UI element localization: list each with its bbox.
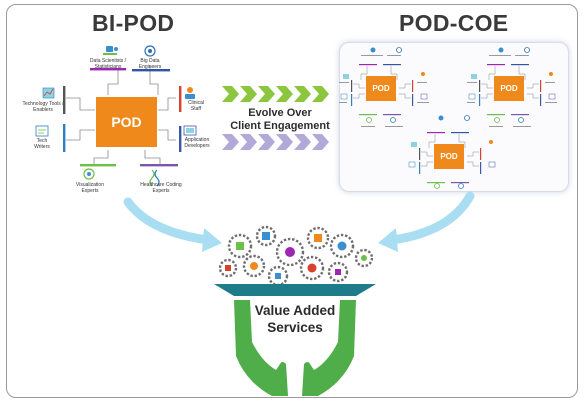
- supporting-hands-icon: [234, 300, 356, 396]
- role-clinical-staff: Clinical Staff: [187, 100, 205, 112]
- evolve-text-line2: Client Engagement: [230, 120, 330, 132]
- evolve-text-line1: Evolve Over: [248, 107, 312, 119]
- value-added-line2: Services: [267, 320, 323, 335]
- role-healthcare-coding-experts: Healthcare Coding Experts: [140, 182, 182, 194]
- role-data-scientists: Data Scientists / Statisticians: [89, 58, 127, 70]
- coe-pod-1: POD: [366, 76, 396, 101]
- bi-pod-box: POD: [96, 97, 157, 147]
- teal-band: [214, 284, 376, 296]
- bi-pod-title: BI-POD: [92, 10, 175, 36]
- evolve-chevrons: [222, 86, 329, 150]
- services-gears: [218, 225, 374, 287]
- role-technology-tools: Technology Tools / Enablers: [22, 101, 64, 113]
- value-added-line1: Value Added: [254, 303, 336, 318]
- role-application-developers: Application Developers: [184, 137, 210, 149]
- pod-coe-title: POD-COE: [399, 10, 509, 36]
- role-big-data-engineers: Big Data Engineers: [138, 58, 162, 70]
- role-tech-writers: Tech Writers: [34, 138, 50, 150]
- role-visualization-experts: Visualization Experts: [76, 182, 104, 194]
- coe-pod-3: POD: [434, 144, 464, 169]
- coe-pod-2: POD: [494, 76, 524, 101]
- pod-coe-mini-pods: [339, 47, 557, 189]
